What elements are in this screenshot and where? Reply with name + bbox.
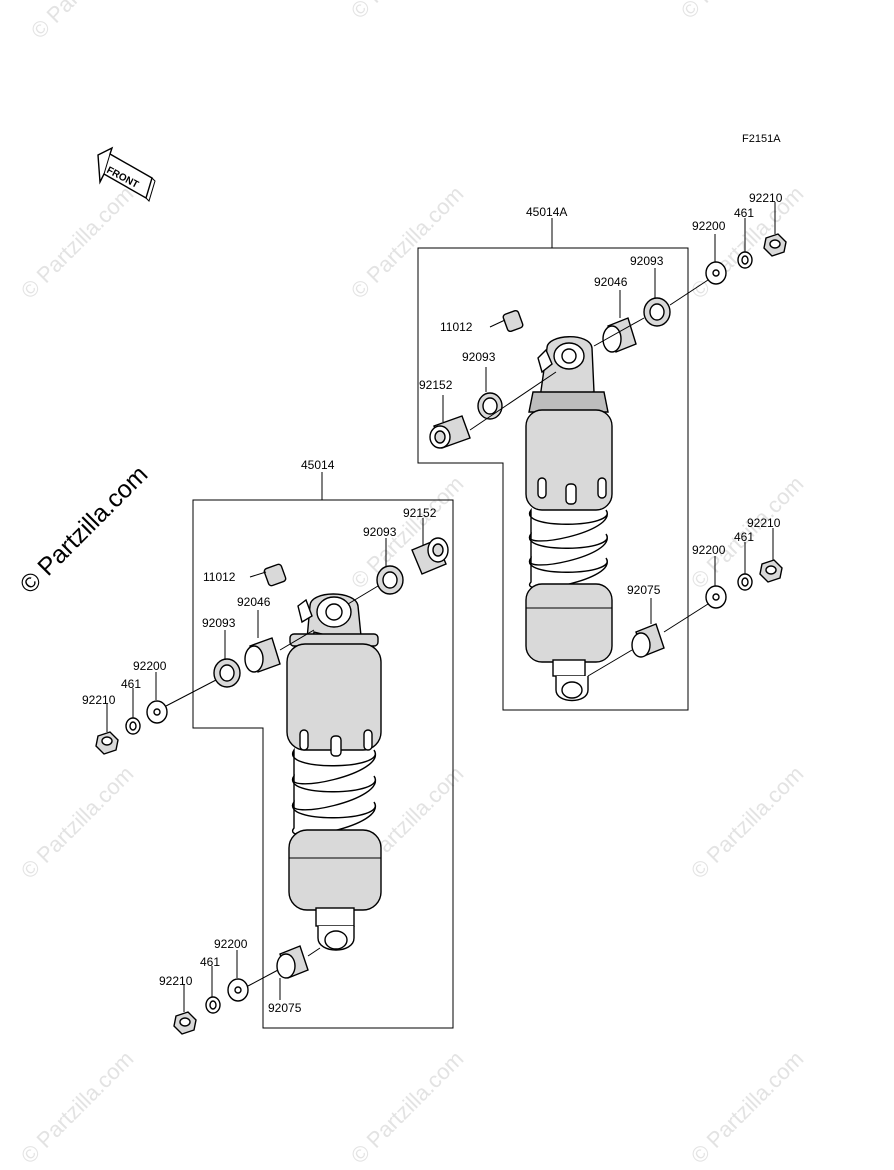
part-label-92093: 92093 (202, 616, 236, 630)
part-label-92093: 92093 (462, 350, 496, 364)
shock-absorber (525, 336, 613, 702)
part-label-461: 461 (734, 206, 754, 220)
watermark: © Partzilla.com (346, 0, 469, 24)
part-label-92152: 92152 (419, 378, 453, 392)
assembly-45014: 45014 11012 (82, 458, 454, 1035)
watermark: © Partzilla.com (686, 181, 809, 304)
circlip-461: 461 (734, 206, 754, 269)
collar-92075: 92075 (587, 583, 665, 677)
air-valve-11012: 11012 (440, 309, 553, 374)
part-label-92046: 92046 (594, 275, 628, 289)
part-label-461: 461 (121, 677, 141, 691)
nut-92210: 92210 (82, 693, 119, 755)
part-label-92093: 92093 (630, 254, 664, 268)
watermark: © Partzilla.com (686, 1046, 809, 1169)
figure-code: F2151A (742, 133, 781, 145)
watermark: © Partzilla.com (16, 181, 139, 304)
needle-bearing-92046: 92046 (594, 275, 637, 353)
watermark: © Partzilla.com (16, 1046, 139, 1169)
washer-92200: 92200 (669, 219, 727, 306)
collar-92152: 92152 (403, 506, 449, 575)
assembly-45014A: 45014A 11012 (417, 191, 787, 711)
part-label-11012: 11012 (203, 570, 236, 584)
part-label-92210: 92210 (159, 974, 193, 988)
part-label-92200: 92200 (133, 659, 167, 673)
part-label-461: 461 (200, 955, 220, 969)
part-label-92075: 92075 (268, 1001, 302, 1015)
nut-92210: 92210 (749, 191, 787, 257)
part-label-92093: 92093 (363, 525, 397, 539)
circlip-461: 461 (121, 677, 141, 735)
washer-92200: 92200 (133, 659, 217, 724)
collar-92075: 92075 (247, 945, 321, 1015)
oil-seal-92093: 92093 (347, 525, 404, 605)
watermark: © Partzilla.com (346, 1046, 469, 1169)
circlip-461: 461 (200, 955, 221, 1014)
oil-seal-92093: 92093 (593, 254, 671, 347)
assembly-boundary (192, 499, 454, 1029)
nut-92210: 92210 (747, 516, 783, 583)
oil-seal-92093: 92093 (202, 616, 241, 688)
collar-92152: 92152 (419, 371, 557, 449)
part-label-92200: 92200 (214, 937, 248, 951)
watermark: © Partzilla.com (686, 761, 809, 884)
watermark-primary: © Partzilla.com (14, 460, 153, 599)
shock-absorber (286, 593, 382, 951)
circlip-461: 461 (734, 530, 754, 591)
assembly-id-label: 45014 (301, 458, 335, 472)
nut-92210: 92210 (159, 974, 197, 1035)
needle-bearing-92046: 92046 (237, 595, 315, 673)
air-valve-11012: 11012 (203, 563, 313, 624)
part-label-11012: 11012 (440, 320, 473, 334)
washer-92200: 92200 (214, 937, 249, 1002)
washer-92200: 92200 (663, 543, 727, 633)
part-label-92200: 92200 (692, 219, 726, 233)
watermark: © Partzilla.com (16, 761, 139, 884)
part-label-92210: 92210 (747, 516, 781, 530)
part-label-92210: 92210 (82, 693, 116, 707)
oil-seal-92093: 92093 (462, 350, 503, 420)
assembly-boundary (417, 247, 689, 711)
watermark: © Partzilla.com (26, 0, 149, 44)
assembly-id-label: 45014A (526, 205, 567, 219)
part-label-92152: 92152 (403, 506, 437, 520)
part-label-92200: 92200 (692, 543, 726, 557)
part-label-92210: 92210 (749, 191, 783, 205)
part-label-92046: 92046 (237, 595, 271, 609)
part-label-92075: 92075 (627, 583, 661, 597)
watermark: © Partzilla.com (346, 181, 469, 304)
watermark: © Partzilla.com (676, 0, 799, 24)
part-label-461: 461 (734, 530, 754, 544)
